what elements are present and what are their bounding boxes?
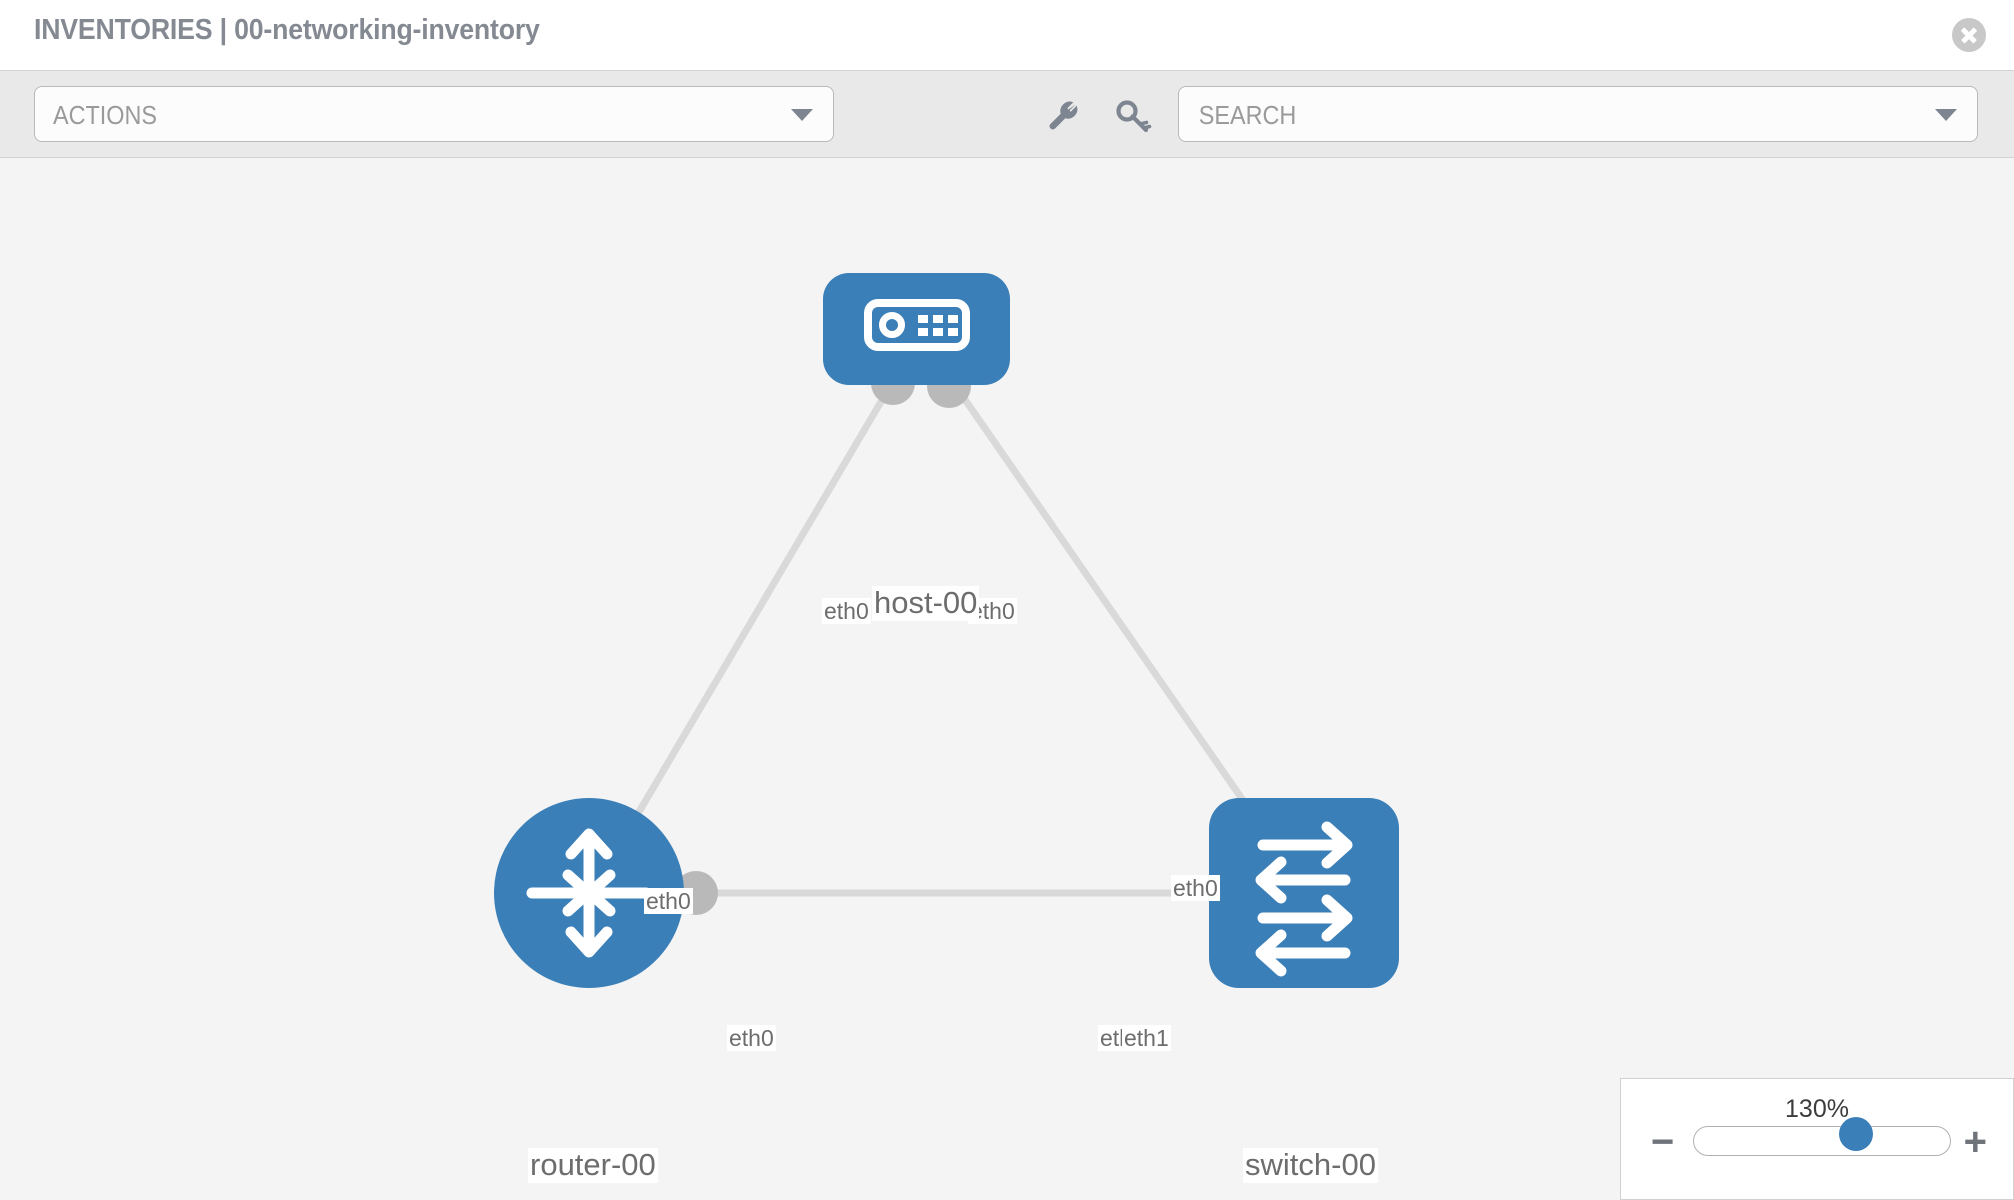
link-layer xyxy=(596,376,1293,897)
zoom-control-panel: 130% − + xyxy=(1620,1078,2014,1200)
zoom-slider-thumb[interactable] xyxy=(1838,1117,1873,1151)
node-switch-00[interactable] xyxy=(1209,798,1399,988)
search-input[interactable] xyxy=(1197,99,1831,132)
key-icon[interactable] xyxy=(1113,97,1153,137)
topology-graph xyxy=(494,273,1399,988)
page-title: INVENTORIES | 00-networking-inventory xyxy=(34,14,540,46)
search-field[interactable] xyxy=(1178,86,1978,142)
chevron-down-icon xyxy=(791,109,813,121)
chevron-down-icon[interactable] xyxy=(1935,109,1957,121)
close-icon[interactable] xyxy=(1952,18,1986,52)
edge-label: eth0 xyxy=(822,598,871,625)
link-host-switch[interactable] xyxy=(947,376,1293,870)
node-label-router: router-00 xyxy=(528,1147,658,1183)
edge-label: eth0 xyxy=(727,1025,776,1052)
edge-label: eth1 xyxy=(1122,1025,1171,1052)
edge-label: eth0 xyxy=(644,888,693,915)
server-icon xyxy=(864,299,970,351)
node-host-00[interactable] xyxy=(823,273,1010,385)
zoom-level-label: 130% xyxy=(1785,1095,1849,1123)
router-arrows-icon xyxy=(526,828,652,958)
topology-canvas[interactable]: eth0 eth0 eth0 eth0 eth0 eth eth1 host-0… xyxy=(0,158,2014,1200)
page-header: INVENTORIES | 00-networking-inventory xyxy=(0,0,2014,70)
zoom-slider-track[interactable] xyxy=(1693,1126,1951,1156)
edge-label: eth0 xyxy=(1171,875,1220,902)
actions-dropdown[interactable]: ACTIONS xyxy=(34,86,834,142)
link-host-router[interactable] xyxy=(596,376,899,880)
node-label-host: host-00 xyxy=(872,585,980,621)
node-label-switch: switch-00 xyxy=(1243,1147,1378,1183)
wrench-icon[interactable] xyxy=(1045,97,1085,137)
zoom-in-button[interactable]: + xyxy=(1963,1120,1987,1164)
actions-dropdown-label: ACTIONS xyxy=(53,100,158,130)
node-shape[interactable] xyxy=(823,273,1010,385)
toolbar: ACTIONS xyxy=(0,70,2014,158)
switch-arrows-icon xyxy=(1255,821,1353,977)
node-router-00[interactable] xyxy=(494,798,684,988)
zoom-out-button[interactable]: − xyxy=(1651,1120,1675,1164)
node-shape[interactable] xyxy=(1209,798,1399,988)
